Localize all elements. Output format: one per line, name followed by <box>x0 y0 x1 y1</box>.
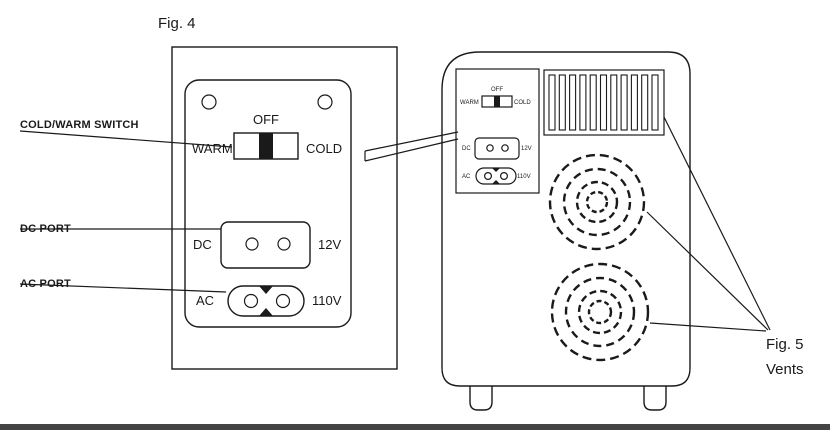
dc-pin-right <box>277 237 291 251</box>
grille-slot <box>579 74 587 131</box>
mini-ac-pin-left <box>484 172 493 181</box>
fig4-frame <box>171 46 398 370</box>
mini-switch-off-label: OFF <box>491 87 503 93</box>
grille-slot <box>620 74 628 131</box>
control-plate <box>184 79 352 328</box>
leader-switch <box>19 130 233 148</box>
mini-ac-label: AC <box>462 174 471 180</box>
grille-slots <box>548 74 659 131</box>
screw-hole-right <box>317 94 333 110</box>
fan-vent-upper <box>548 153 646 251</box>
leader-vent-lower <box>649 322 767 332</box>
mini-ac-notch-bottom <box>492 180 500 184</box>
grille-slot <box>630 74 638 131</box>
leader-ac-port <box>19 283 227 293</box>
grille-slot <box>558 74 566 131</box>
leader-vent-grille <box>663 116 771 331</box>
mini-dc-voltage-label: 12V <box>521 146 532 152</box>
mini-ac-notch-top <box>492 168 500 172</box>
mini-ac-voltage-label: 110V <box>517 174 531 180</box>
grille-slot <box>641 74 649 131</box>
bottom-border-bar <box>0 424 830 430</box>
ac-pin-right <box>275 293 291 309</box>
mini-dc-pin-left <box>486 144 494 152</box>
mini-dc-pin-right <box>501 144 509 152</box>
unit-body <box>441 51 691 387</box>
grille-slot <box>610 74 618 131</box>
dc-port <box>220 221 311 269</box>
switch-warm-label: WARM <box>192 141 233 156</box>
fig5-caption: Fig. 5 <box>766 336 804 353</box>
mini-ac-pin-right <box>500 172 509 181</box>
mini-switch-cold-label: COLD <box>514 100 531 106</box>
switch-cold-label: COLD <box>306 141 342 156</box>
mini-ac-port <box>475 167 517 185</box>
vents-caption: Vents <box>766 361 804 378</box>
ac-pin-left <box>243 293 259 309</box>
ac-port <box>227 285 305 317</box>
unit-foot-left <box>469 386 493 411</box>
ac-notch-bottom <box>259 308 273 316</box>
mini-switch-warm-label: WARM <box>460 100 479 106</box>
zoom-line-bottom <box>364 138 459 162</box>
ac-label: AC <box>196 293 214 308</box>
callout-ac-port: AC PORT <box>20 278 71 290</box>
grille-slot <box>548 74 556 131</box>
grille-slot <box>569 74 577 131</box>
mini-dc-label: DC <box>462 146 471 152</box>
mini-dc-port <box>474 137 520 160</box>
dc-pin-left <box>245 237 259 251</box>
dc-voltage-label: 12V <box>318 237 341 252</box>
switch-off-label: OFF <box>253 112 279 127</box>
screw-hole-left <box>201 94 217 110</box>
mini-control-plate <box>455 68 540 194</box>
callout-switch: COLD/WARM SWITCH <box>20 119 139 131</box>
grille-slot <box>589 74 597 131</box>
ac-notch-top <box>259 286 273 294</box>
mini-switch-toggle <box>494 96 500 107</box>
grille-slot <box>599 74 608 131</box>
grille-slot <box>651 74 659 131</box>
fig4-caption: Fig. 4 <box>158 15 196 32</box>
leader-vent-upper <box>646 211 769 331</box>
switch-toggle <box>259 133 273 159</box>
top-grille-vent <box>543 69 665 136</box>
dc-label: DC <box>193 237 212 252</box>
unit-foot-right <box>643 386 667 411</box>
zoom-line-top <box>364 131 459 152</box>
fan-vent-lower <box>550 262 650 362</box>
ac-voltage-label: 110V <box>312 293 342 308</box>
